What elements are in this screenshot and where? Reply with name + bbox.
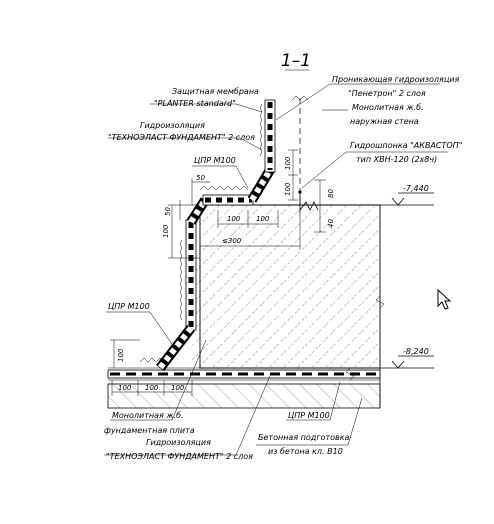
level-top-label: -7,440 xyxy=(403,184,429,193)
concrete-label-1: Бетонная подготовка xyxy=(258,433,350,442)
wall-label-2: наружная стена xyxy=(350,117,419,126)
level-marker-top: -7,440 xyxy=(380,184,434,206)
cpr-upper-label: ЦПР М100 xyxy=(194,156,236,165)
dim-100-left-side: 100 xyxy=(162,224,170,238)
dim-50-side: 50 xyxy=(164,207,172,216)
hydro-top-label-1: Гидроизоляция xyxy=(140,121,205,130)
cpr-bottom-label: ЦПР М100 xyxy=(288,411,330,420)
aquastop-label-2: тип ХВН-120 (2х8ч) xyxy=(356,155,437,164)
aquastop-waterstop xyxy=(298,190,319,214)
dim-100-bottom-side: 100 xyxy=(117,348,125,362)
concrete-preparation xyxy=(107,368,381,409)
hydro-bottom-label-1: Гидроизоляция xyxy=(146,438,211,447)
foundation-slab xyxy=(199,204,381,369)
hydro-top-label-2: "ТЕХНОЭЛАСТ ФУНДАМЕНТ" 2 слоя xyxy=(108,133,255,142)
dim-100-wall-1: 100 xyxy=(284,156,292,170)
dim-50-top: 50 xyxy=(196,174,205,182)
penetron-label-2: "Пенетрон" 2 слоя xyxy=(348,89,426,98)
dim-100-bot-1: 100 xyxy=(118,384,132,392)
dim-100-wall-2: 100 xyxy=(284,182,292,196)
penetron-label-1: Проникающая гидроизоляция xyxy=(332,75,460,84)
dim-100-b: 100 xyxy=(256,215,270,223)
cpr-left-label: ЦПР М100 xyxy=(108,302,150,311)
aquastop-label-1: Гидрошпонка "АКВАСТОП" xyxy=(350,141,462,150)
membrane-label-1: Защитная мембрана xyxy=(172,87,259,96)
hydro-bottom-label-2: "ТЕХНОЭЛАСТ ФУНДАМЕНТ" 2 слоя xyxy=(106,452,253,461)
bottom-waterproofing xyxy=(107,367,381,381)
dim-300: ≤300 xyxy=(222,237,242,245)
dim-100-bot-3: 100 xyxy=(171,384,185,392)
dim-100-a: 100 xyxy=(227,215,241,223)
concrete-label-2: из бетона кл. В10 xyxy=(268,447,343,456)
level-bottom-label: -8,240 xyxy=(403,347,429,356)
cpr-zigzag-bottom xyxy=(139,357,165,363)
dim-40: 40 xyxy=(327,219,335,228)
break-mark-right xyxy=(375,295,385,309)
break-mark-slab xyxy=(345,367,355,381)
level-marker-bottom: -8,240 xyxy=(380,347,434,369)
dim-100-bot-2: 100 xyxy=(145,384,159,392)
leader-lines xyxy=(104,83,448,456)
wall-label-1: Монолитная ж.б. xyxy=(352,103,424,112)
membrane-label-2: "PLANTER standard" xyxy=(154,99,236,108)
dimension-lines xyxy=(110,149,326,396)
cpr-zigzag-top xyxy=(199,185,249,191)
slab-label-1: Монолитная ж.б. xyxy=(112,411,184,420)
section-title: 1–1 xyxy=(281,51,311,71)
mouse-pointer-icon xyxy=(437,288,452,310)
slab-label-2: фундаментная плита xyxy=(104,426,195,435)
dim-80: 80 xyxy=(327,189,335,198)
wall-waterproofing xyxy=(156,99,276,372)
